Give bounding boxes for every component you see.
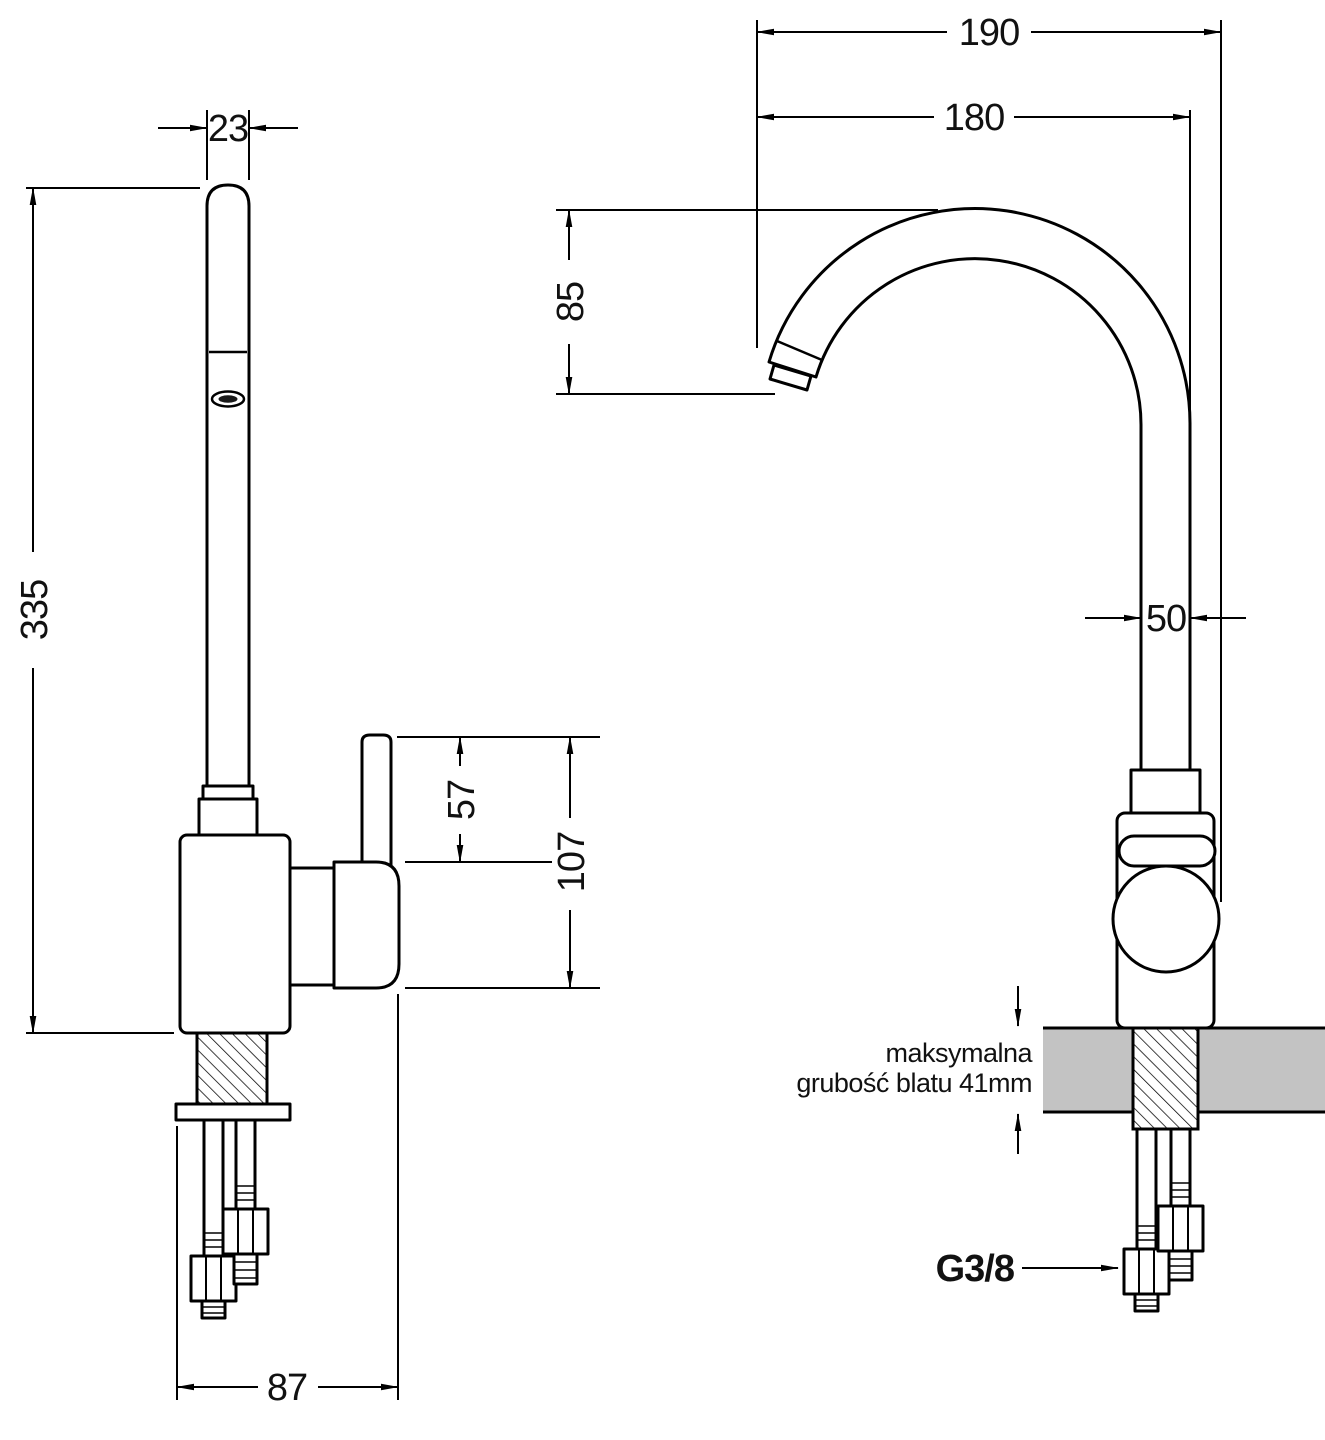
front-view: maksymalna grubość blatu 41mm (550, 12, 1325, 1313)
dimension-spout-drop: 85 (550, 209, 938, 395)
thread-size-label: G3/8 (936, 1248, 1014, 1290)
mounting-stud-right (221, 1118, 270, 1286)
countertop-thickness-callout: maksymalna grubość blatu 41mm (796, 986, 1034, 1154)
dim-base-depth-label: 87 (267, 1367, 307, 1409)
dimension-spout-diameter: 23 (158, 108, 298, 180)
threaded-shank-side (195, 1031, 269, 1106)
thread-size-callout: G3/8 (936, 1248, 1119, 1290)
dimension-total-height: 335 (14, 187, 200, 1034)
spout-pipe-side (205, 183, 251, 804)
hex-nut (221, 1207, 270, 1256)
stud-tip (1133, 1292, 1160, 1313)
dim-lever-height-label: 57 (441, 780, 483, 820)
pipe-clamp (201, 784, 255, 801)
collar-front (1129, 768, 1202, 815)
dimension-overall-width: 190 (756, 12, 1222, 902)
hex-nut (1156, 1204, 1205, 1253)
dimension-base-depth: 87 (176, 994, 399, 1409)
countertop-note-line2: grubość blatu 41mm (796, 1068, 1032, 1098)
collar-side (197, 797, 259, 837)
stud-tip (200, 1299, 227, 1320)
dim-column-width-label: 50 (1146, 598, 1186, 640)
faucet-body-side (178, 833, 292, 1035)
threaded-shank-front (1131, 1026, 1200, 1131)
gooseneck-spout (767, 207, 1192, 777)
side-view: 23 335 57 107 (14, 108, 600, 1409)
dim-overall-width-label: 190 (959, 12, 1019, 54)
dimension-lever-height: 57 (397, 736, 600, 863)
handle-joint-side (288, 866, 336, 987)
mounting-stud-front-right (1156, 1127, 1205, 1282)
hex-nut (1122, 1247, 1171, 1296)
dim-handle-depth-label: 107 (551, 832, 593, 892)
base-flange (174, 1102, 292, 1122)
handle-lever-front (1117, 834, 1217, 868)
dimension-column-width: 50 (1085, 598, 1246, 640)
hex-nut (189, 1254, 238, 1303)
dim-spout-diameter-label: 23 (208, 108, 248, 150)
dimension-spout-reach: 180 (756, 97, 1191, 412)
dim-spout-drop-label: 85 (550, 282, 592, 322)
handle-mount-side (332, 860, 401, 990)
dimension-handle-depth: 107 (405, 736, 600, 989)
aerator-outlet-core (218, 395, 238, 403)
stud-tip (232, 1252, 259, 1286)
dim-total-height-label: 335 (14, 580, 56, 640)
spout-tip-ring (776, 339, 823, 362)
dim-spout-reach-label: 180 (944, 97, 1004, 139)
countertop-note-line1: maksymalna (885, 1038, 1033, 1068)
handle-lever-side (360, 733, 393, 868)
spout-tip-aerator (768, 363, 813, 392)
handle-knob-front (1111, 864, 1221, 974)
